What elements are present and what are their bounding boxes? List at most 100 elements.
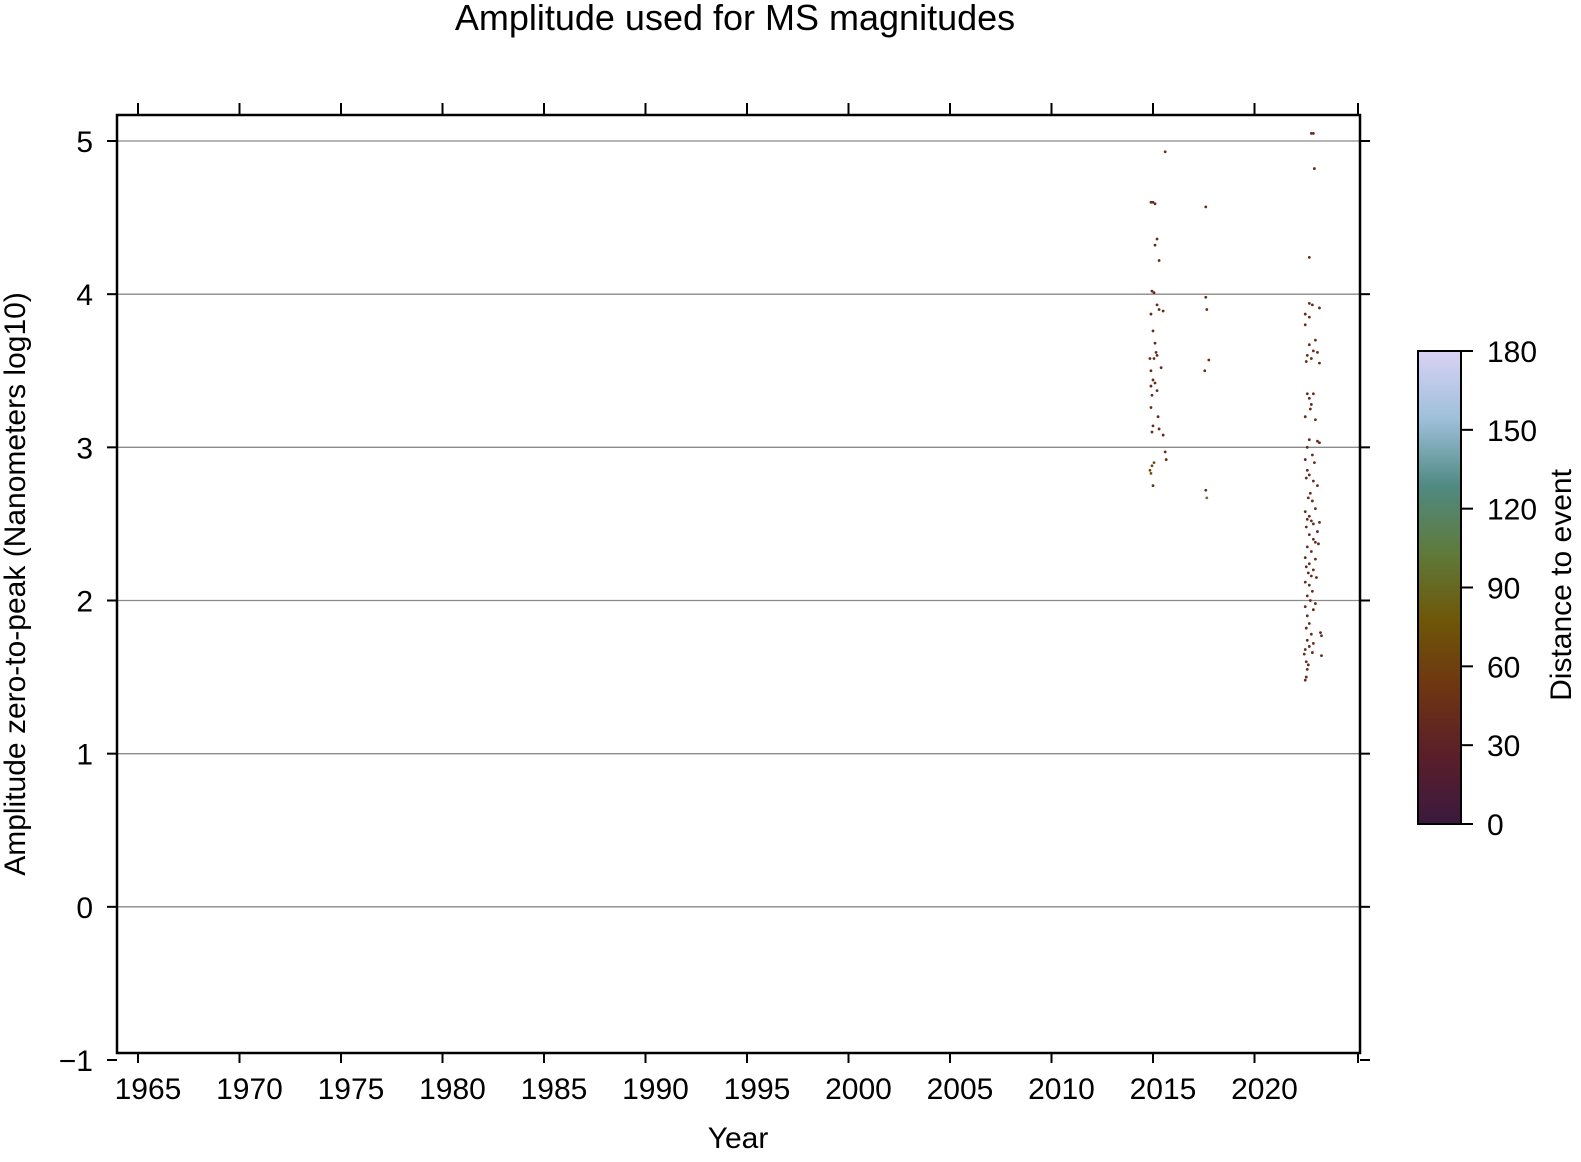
- data-point: [1155, 237, 1159, 241]
- data-point: [1148, 357, 1152, 360]
- data-point: [1314, 540, 1317, 544]
- data-point: [1161, 309, 1165, 313]
- y-tick-label: 4: [76, 279, 93, 312]
- colorbar-tick-label: 90: [1487, 573, 1520, 606]
- data-point: [1150, 430, 1154, 434]
- x-tick-label: 1985: [521, 1073, 588, 1106]
- data-point: [1310, 499, 1314, 503]
- data-point: [1307, 645, 1311, 648]
- data-point: [1315, 576, 1318, 579]
- data-point: [1303, 678, 1307, 682]
- data-point: [1311, 641, 1315, 645]
- data-point: [1305, 594, 1309, 598]
- x-tick-label: 2010: [1028, 1073, 1095, 1106]
- data-point: [1153, 381, 1157, 385]
- data-point: [1314, 507, 1317, 511]
- x-tick-label: 1990: [622, 1073, 689, 1106]
- data-point: [1309, 131, 1313, 135]
- data-point: [1311, 522, 1315, 526]
- data-point: [1164, 458, 1168, 461]
- data-point: [1304, 660, 1308, 664]
- data-point: [1151, 378, 1155, 382]
- y-tick-label: −1: [59, 1045, 93, 1078]
- data-point: [1307, 622, 1311, 625]
- data-point: [1157, 259, 1161, 262]
- data-point: [1310, 651, 1314, 654]
- data-point: [1314, 338, 1317, 342]
- y-tick-label: 2: [76, 586, 93, 619]
- x-tick-label: 1980: [419, 1073, 486, 1106]
- scatter-points: [1148, 131, 1323, 682]
- data-point: [1311, 568, 1315, 572]
- data-point: [1305, 354, 1309, 357]
- data-point: [1309, 550, 1313, 553]
- data-point: [1312, 167, 1316, 170]
- data-point: [1149, 369, 1153, 373]
- data-point: [1149, 200, 1153, 204]
- data-point: [1310, 453, 1314, 457]
- data-point: [1153, 202, 1157, 206]
- data-point: [1157, 308, 1161, 311]
- x-tick-label: 2020: [1231, 1073, 1298, 1106]
- colorbar-tick-label: 150: [1487, 415, 1537, 448]
- chart-title: Amplitude used for MS magnitudes: [455, 0, 1015, 38]
- colorbar-tick-label: 30: [1487, 730, 1520, 763]
- data-point: [1306, 571, 1310, 575]
- data-point: [1155, 354, 1159, 357]
- data-point: [1311, 349, 1315, 353]
- data-point: [1149, 312, 1153, 316]
- data-point: [1307, 301, 1311, 305]
- data-point: [1308, 599, 1312, 602]
- data-point: [1306, 663, 1310, 667]
- data-point: [1316, 439, 1319, 443]
- colorbar-tick-label: 60: [1487, 651, 1520, 684]
- data-point: [1310, 303, 1314, 307]
- data-point: [1157, 427, 1161, 431]
- data-point: [1307, 533, 1311, 537]
- x-tick-label: 1970: [216, 1073, 283, 1106]
- data-point: [1303, 510, 1307, 514]
- data-point: [1309, 574, 1313, 578]
- data-point: [1307, 473, 1311, 477]
- data-point: [1304, 675, 1308, 679]
- data-point: [1314, 557, 1317, 561]
- data-point: [1149, 406, 1153, 409]
- data-point: [1316, 484, 1319, 488]
- data-point: [1311, 131, 1315, 135]
- data-point: [1148, 468, 1152, 472]
- data-point: [1303, 458, 1307, 461]
- data-point: [1307, 562, 1311, 566]
- data-point: [1303, 323, 1307, 327]
- data-point: [1151, 484, 1155, 488]
- data-point: [1310, 589, 1314, 593]
- data-point: [1309, 632, 1313, 636]
- data-point: [1204, 488, 1208, 492]
- y-tick-label: 0: [76, 892, 93, 925]
- data-point: [1150, 289, 1154, 293]
- data-point: [1317, 542, 1320, 546]
- data-point: [1316, 530, 1319, 533]
- data-point: [1311, 608, 1315, 612]
- data-point: [1303, 648, 1307, 651]
- data-point: [1154, 350, 1158, 354]
- data-point: [1314, 418, 1317, 422]
- data-point: [1318, 441, 1321, 445]
- colorbar-gradient: [1417, 350, 1462, 825]
- data-point: [1205, 496, 1209, 500]
- data-point: [1302, 652, 1306, 656]
- data-point: [1205, 308, 1209, 311]
- data-point: [1307, 396, 1311, 400]
- y-tick-label: 1: [76, 739, 93, 772]
- x-tick-label: 2005: [927, 1073, 994, 1106]
- data-point: [1151, 424, 1155, 428]
- data-point: [1311, 479, 1315, 483]
- data-point: [1307, 315, 1311, 319]
- data-point: [1307, 514, 1311, 518]
- data-point: [1303, 605, 1307, 609]
- data-point: [1163, 150, 1167, 154]
- data-point: [1303, 580, 1307, 584]
